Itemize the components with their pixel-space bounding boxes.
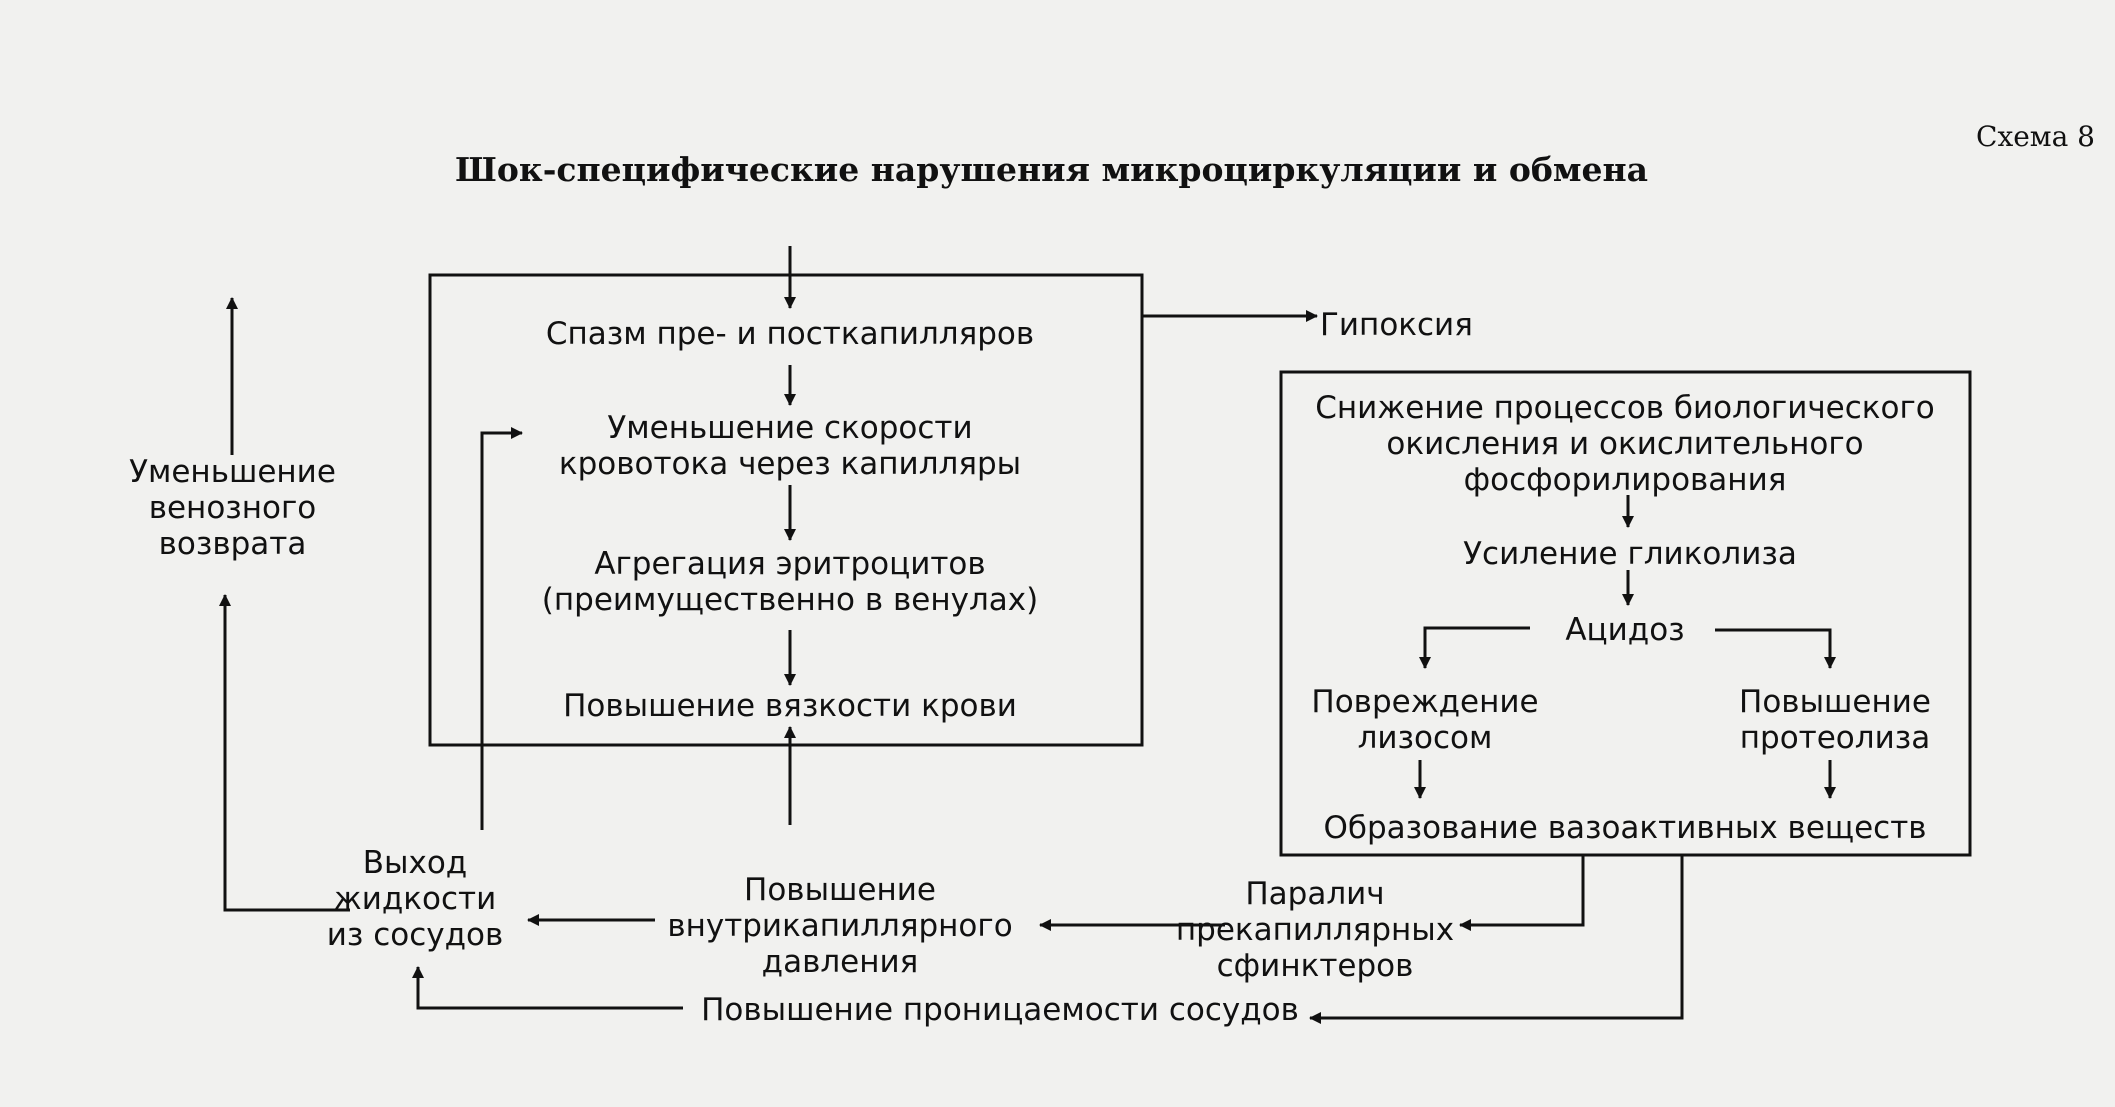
scheme-label: Схема 8 (1976, 120, 2095, 153)
node-flow-decrease: Уменьшение скорости кровотока через капи… (558, 410, 1022, 482)
diagram-title: Шок-специфические нарушения микроциркуля… (455, 150, 1649, 189)
node-sphincter-paralysis: Паралич прекапиллярных сфинктеров (1175, 876, 1455, 984)
node-spasm: Спазм пре- и посткапилляров (545, 316, 1035, 352)
node-lysosome: Повреждение лизосом (1311, 684, 1539, 756)
node-fluid-exit: Выход жидкости из сосудов (326, 845, 504, 953)
left-process-box (428, 273, 1144, 747)
arrow-vasoactive-to-sphincter (1459, 855, 1585, 931)
node-intracap-pressure: Повышение внутрикапиллярного давления (667, 872, 1013, 980)
arrow-vasoactive-to-permeability (1309, 855, 1684, 1024)
node-permeability: Повышение проницаемости сосудов (701, 992, 1299, 1028)
right-process-box (1279, 370, 1972, 857)
node-vasoactive: Образование вазоактивных веществ (1323, 810, 1927, 846)
arrow-fluid-to-venous-return (219, 594, 350, 912)
node-hypoxia: Гипоксия (1320, 307, 1473, 343)
arrow-permeability-to-fluid (412, 966, 683, 1010)
node-proteolysis: Повышение протеолиза (1739, 684, 1931, 756)
arrow-acidosis-to-proteolysis (1715, 628, 1836, 669)
node-oxidation: Снижение процессов биологического окисле… (1315, 390, 1935, 498)
arrow-acidosis-to-lysosome (1419, 626, 1530, 669)
node-aggregation: Агрегация эритроцитов (преимущественно в… (541, 546, 1039, 618)
node-acidosis: Ацидоз (1565, 612, 1685, 648)
arrow-loop-fluid-to-flow (480, 427, 523, 830)
node-venous-return: Уменьшение венозного возврата (129, 454, 336, 562)
node-glycolysis: Усиление гликолиза (1463, 536, 1797, 572)
node-viscosity: Повышение вязкости крови (563, 688, 1017, 724)
